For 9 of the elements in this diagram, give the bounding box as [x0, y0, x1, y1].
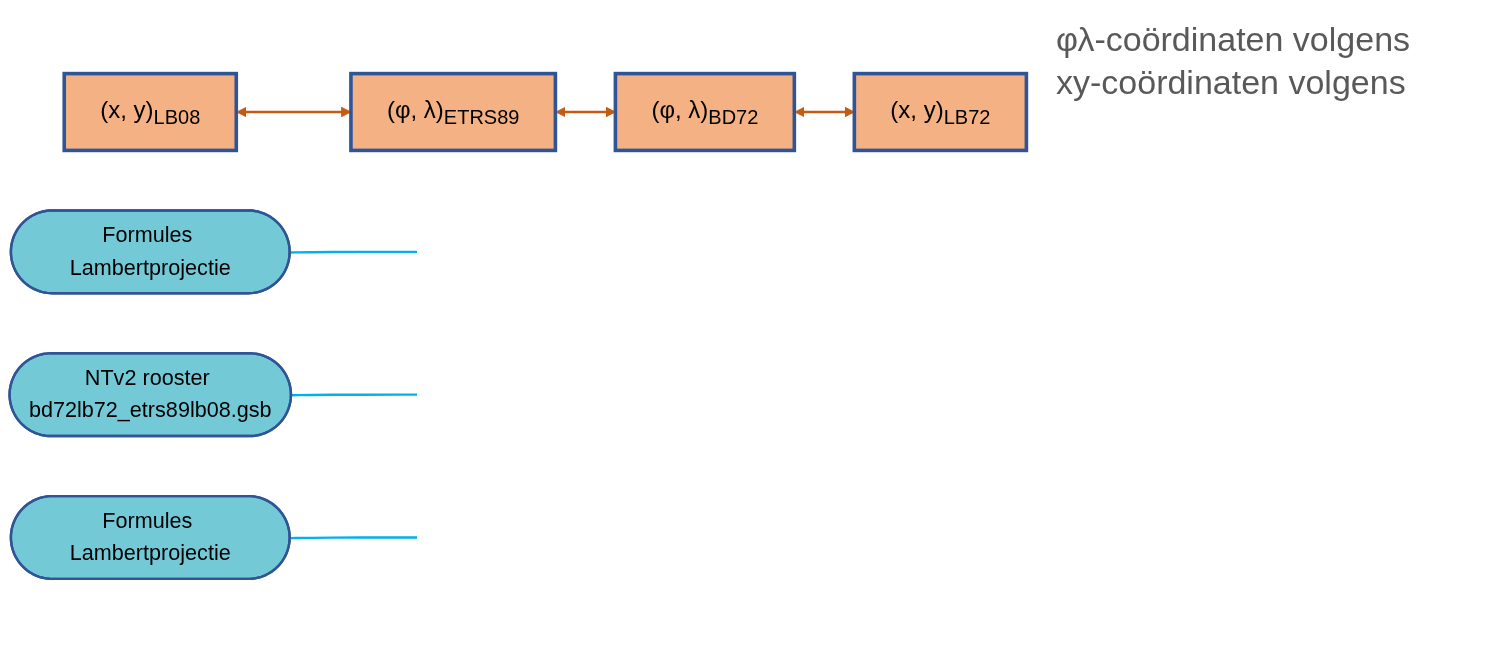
- node-box: (x, y)$_{LB08}$: [62, 71, 239, 152]
- connector: [290, 250, 418, 254]
- connector: [290, 536, 418, 540]
- connector: [291, 393, 418, 397]
- node-box: (x, y)$_{LB72}$: [852, 71, 1029, 152]
- note-text: φλ-coördinaten volgens: [1056, 20, 1412, 59]
- note-text: xy-coördinaten volgens: [1056, 63, 1407, 102]
- node-box: (φ, λ)$_{BD72}$: [613, 71, 797, 152]
- node-box: (φ, λ)$_{ETRS89}$: [349, 71, 558, 152]
